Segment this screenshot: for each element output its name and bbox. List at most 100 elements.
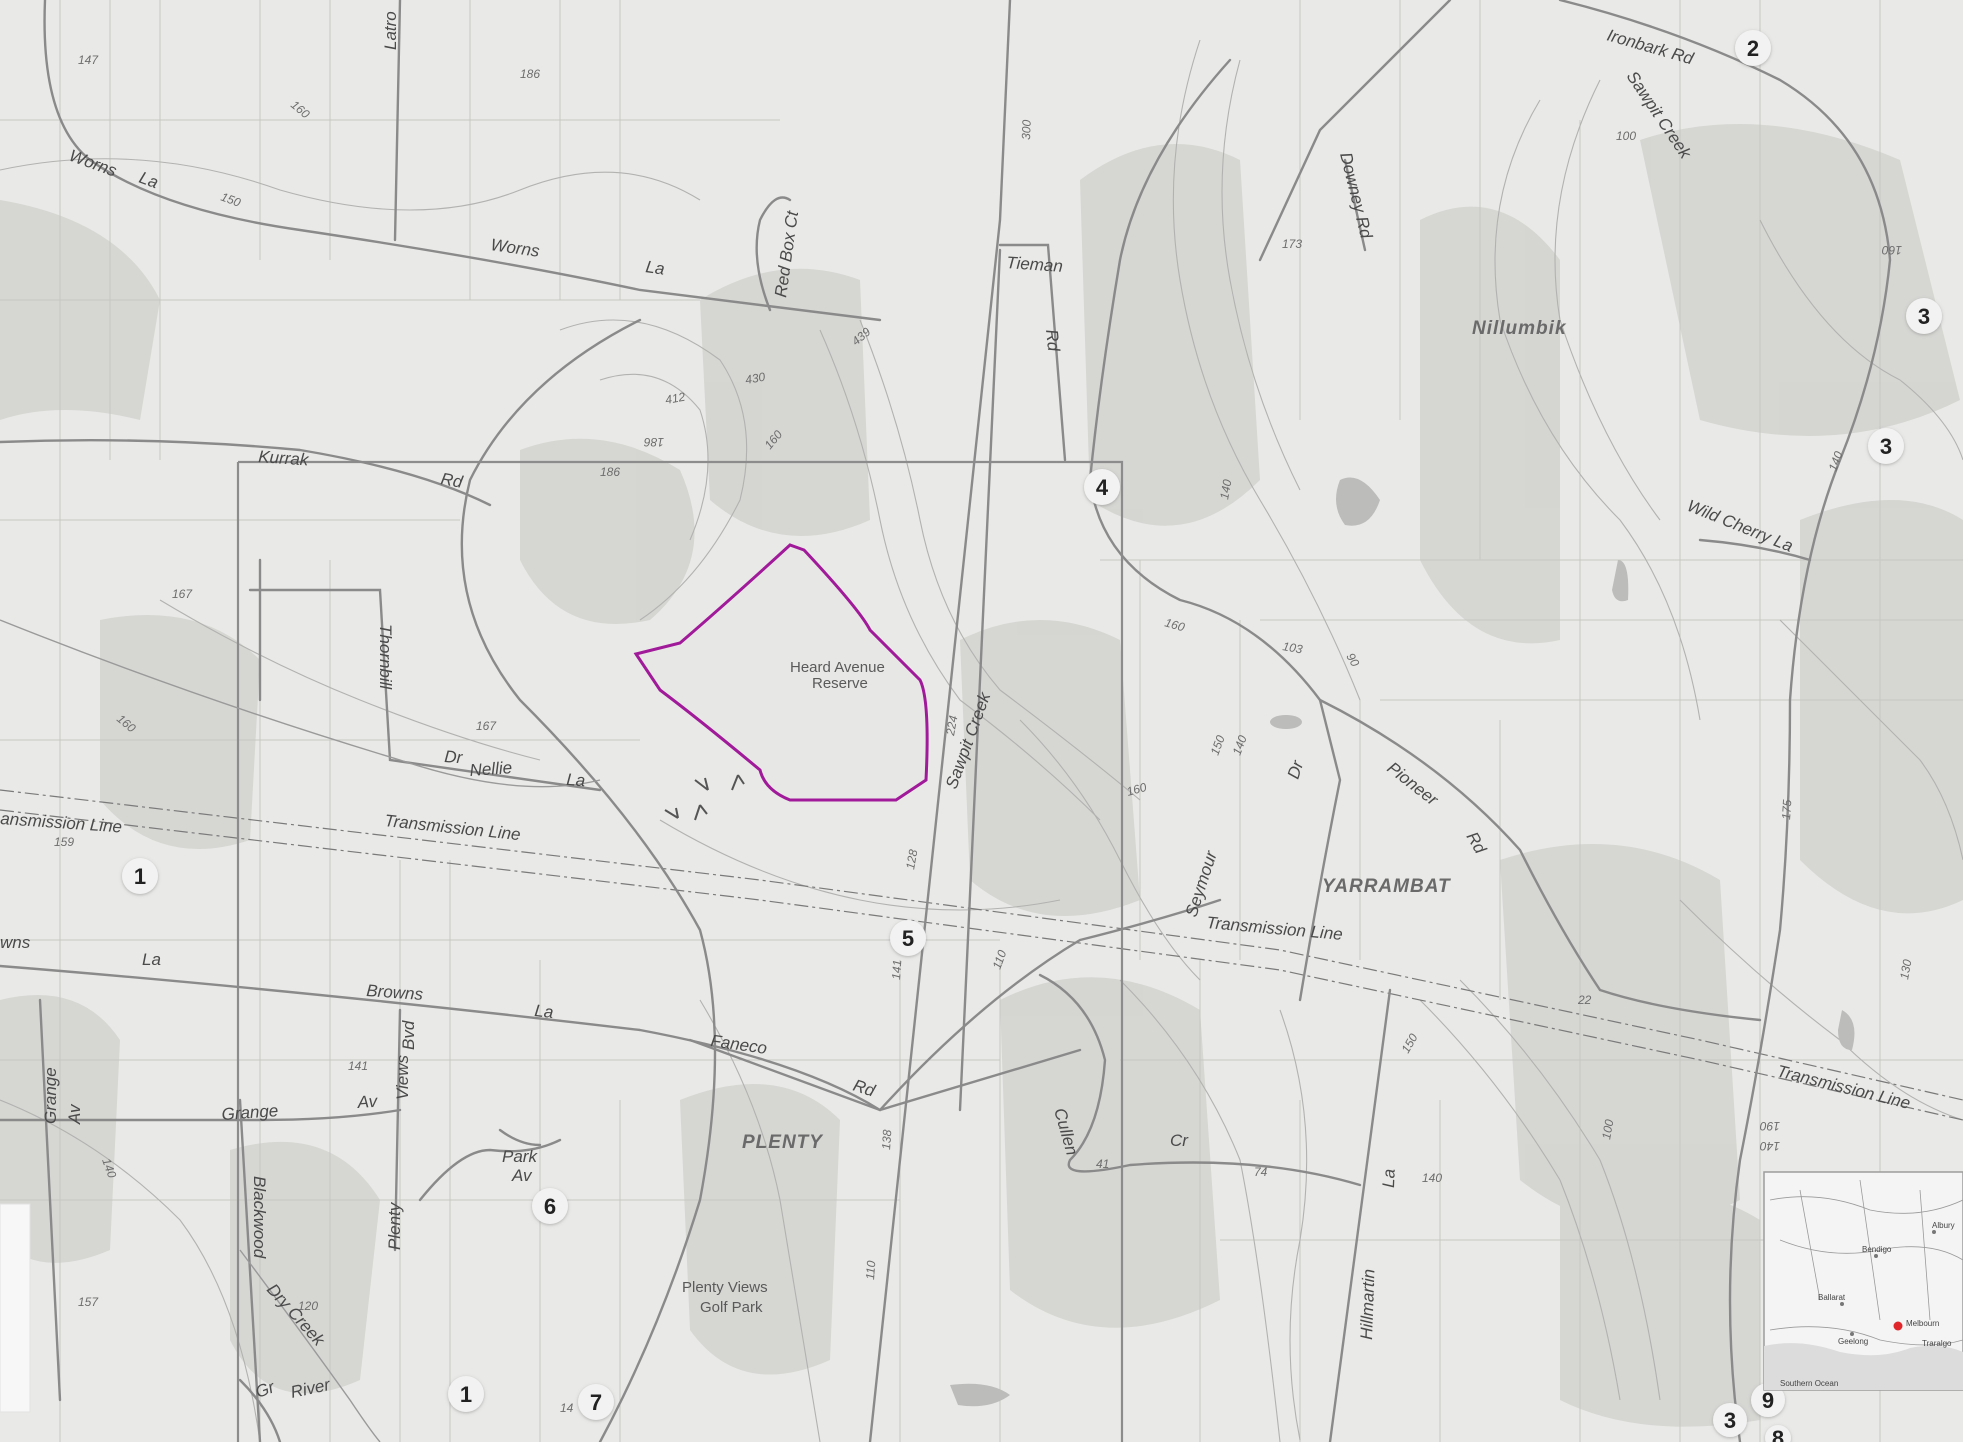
contour-label: 186 (644, 435, 664, 449)
map-badge[interactable]: 6 (532, 1188, 568, 1224)
map-badge[interactable]: 7 (578, 1384, 614, 1420)
creeks (0, 619, 601, 1442)
contour-label: 167 (172, 587, 193, 601)
svg-text:Bendigo: Bendigo (1862, 1245, 1892, 1254)
contour-label: 140 (1422, 1171, 1442, 1185)
contour-label: 130 (1897, 958, 1914, 980)
contour-label: 173 (1282, 237, 1302, 251)
road-label-thornbill: Thornbill (376, 624, 395, 690)
contour-label: 110 (863, 1260, 878, 1280)
svg-text:3: 3 (1918, 304, 1930, 329)
road-label-kurrak-rd: Rd (439, 469, 464, 492)
road-label-tieman-rd: Rd (1042, 328, 1063, 352)
road-label-nellie-dr: La (566, 770, 586, 790)
contour-label: 167 (476, 719, 497, 733)
left-panel-edge[interactable] (0, 1203, 31, 1413)
contour-label: 186 (600, 465, 620, 479)
place-label-golf-park: Golf Park (700, 1299, 763, 1316)
road-label-grange-av: Grange (221, 1101, 279, 1124)
road-label-hillmartin-la: Hillmartin (1357, 1269, 1378, 1340)
map-badge[interactable]: 9 (1751, 1383, 1785, 1417)
road-label-browns-la: wns (0, 933, 31, 952)
road-label-grange-av: Av (356, 1092, 379, 1112)
svg-text:3: 3 (1880, 434, 1892, 459)
road-label-grange-av: Av (65, 1103, 84, 1125)
road-label-park-av: Park (502, 1147, 538, 1166)
svg-text:Albury: Albury (1932, 1221, 1955, 1230)
contour-label: 22 (1577, 993, 1592, 1007)
road-label-browns-la: La (142, 950, 161, 969)
locator-inset-map[interactable]: Melbourn Ballarat Geelong Albury Bendigo… (1763, 1171, 1963, 1391)
contour-label: 14 (560, 1401, 574, 1415)
place-label-heard-avenue-reserve: Heard Avenue (790, 659, 885, 676)
road-label-views-bvd: Views (393, 1054, 412, 1100)
contour-label: 128 (903, 848, 920, 870)
contour-label: 138 (879, 1129, 894, 1150)
contour-label: 157 (78, 1295, 99, 1309)
svg-text:Southern Ocean: Southern Ocean (1780, 1379, 1838, 1388)
road-label-latrobe: Latro (381, 11, 400, 50)
road-label-nellie-dr: Dr (444, 747, 465, 767)
study-area-outline (236, 460, 1124, 1442)
road-label-worns-la: La (644, 257, 665, 278)
svg-text:Melbourn: Melbourn (1906, 1319, 1939, 1328)
svg-text:Ballarat: Ballarat (1818, 1293, 1846, 1302)
svg-text:1: 1 (460, 1382, 472, 1407)
road-label-views-bvd: Bvd (399, 1020, 418, 1050)
contour-label: 150 (1208, 733, 1228, 757)
map-badge[interactable]: 2 (1735, 30, 1771, 66)
contour-label: 175 (1779, 799, 1794, 820)
map-badge[interactable]: 3 (1906, 298, 1942, 334)
place-label-heard-avenue-reserve: Reserve (812, 675, 868, 692)
contour-label: 90 (1343, 651, 1362, 670)
map-badge[interactable]: 3 (1868, 428, 1904, 464)
map-badge[interactable]: 3 (1713, 1403, 1747, 1437)
road-label-hillmartin-la: La (1379, 1169, 1399, 1189)
contour-label: 150 (219, 190, 243, 210)
svg-text:Traralgo: Traralgo (1922, 1339, 1952, 1348)
contour-label: 147 (78, 53, 99, 67)
place-label-plenty: PLENTY (742, 1132, 824, 1153)
road-label-browns-la: Browns (366, 981, 424, 1004)
place-label-yarrambat: YARRAMBAT (1322, 876, 1451, 897)
map-badge[interactable]: 4 (1084, 469, 1120, 505)
contour-label: 140 (1230, 733, 1250, 757)
place-label-nillumbik: Nillumbik (1472, 318, 1567, 339)
contour-label: 100 (1616, 129, 1636, 143)
contour-label: 160 (1163, 615, 1186, 634)
svg-text:7: 7 (590, 1390, 602, 1415)
contour-lines (0, 39, 1963, 1442)
place-label-golf-park: Plenty Views (682, 1279, 768, 1296)
heard-avenue-reserve-boundary[interactable] (633, 543, 929, 802)
contour-label: 160 (1882, 243, 1902, 257)
contour-label: 141 (889, 959, 904, 980)
road-label-nellie-dr: Nellie (469, 758, 513, 780)
svg-text:8: 8 (1772, 1426, 1784, 1442)
svg-text:3: 3 (1724, 1408, 1736, 1433)
road-label-cullen-cr: Cr (1170, 1131, 1189, 1150)
svg-text:4: 4 (1096, 475, 1109, 500)
road-network (0, 0, 1892, 1442)
svg-text:Geelong: Geelong (1838, 1337, 1868, 1346)
vegetation-layer (0, 124, 1963, 1427)
contour-label: 120 (298, 1299, 318, 1313)
svg-text:9: 9 (1762, 1388, 1774, 1413)
map-badge[interactable]: 5 (890, 920, 926, 956)
road-label-blackwood: Blackwood (250, 1176, 269, 1259)
contour-label: 141 (348, 1059, 368, 1073)
map-badge[interactable]: 8 (1765, 1425, 1791, 1442)
svg-text:2: 2 (1747, 36, 1759, 61)
contour-label: 430 (744, 370, 766, 387)
contour-label: 300 (1019, 119, 1034, 140)
contour-label: 140 (99, 1156, 119, 1180)
road-label-kurrak-rd: Kurrak (258, 447, 311, 470)
map-badge[interactable]: 1 (122, 858, 158, 894)
contour-label: 140 (1217, 478, 1234, 500)
contour-label: 41 (1096, 1157, 1109, 1171)
location-marker-icon (1893, 1321, 1903, 1331)
road-label-browns-la: La (534, 1001, 555, 1022)
svg-text:5: 5 (902, 926, 914, 951)
map-badge[interactable]: 1 (448, 1376, 484, 1412)
